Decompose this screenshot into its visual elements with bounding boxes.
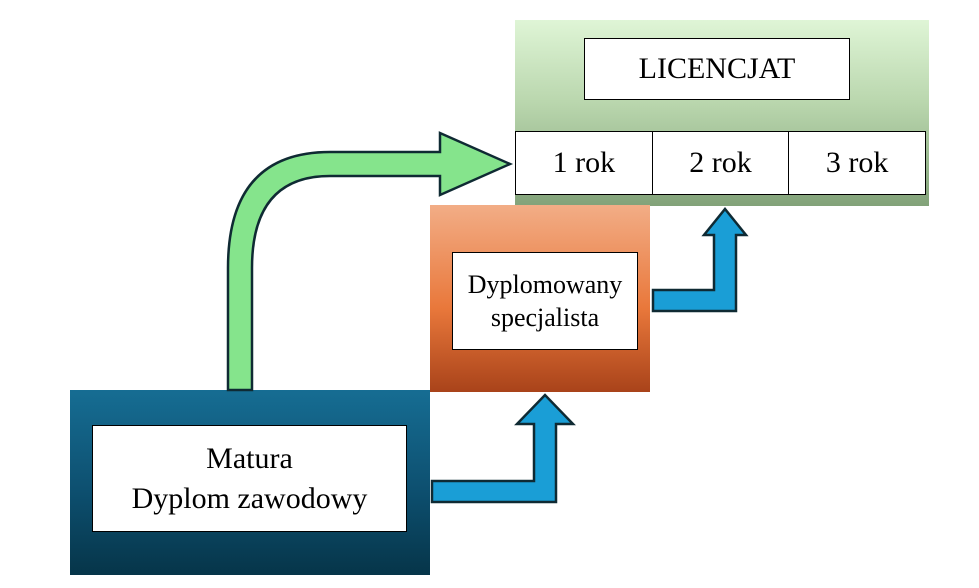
matura-line1: Matura xyxy=(206,441,293,475)
year-2-cell: 2 rok xyxy=(653,132,790,194)
licencjat-title: LICENCJAT xyxy=(584,38,850,100)
specjalista-label-box: Dyplomowany specjalista xyxy=(452,252,638,350)
blue-arrow-upper xyxy=(651,207,749,313)
specjalista-line1: Dyplomowany xyxy=(467,270,623,299)
matura-line2: Dyplom zawodowy xyxy=(131,481,368,515)
blue-arrow-lower xyxy=(430,393,576,504)
years-row: 1 rok 2 rok 3 rok xyxy=(515,131,926,195)
year-1-cell: 1 rok xyxy=(516,132,653,194)
year-3-cell: 3 rok xyxy=(825,146,889,179)
green-curved-arrow xyxy=(226,131,514,392)
matura-label-box: Matura Dyplom zawodowy xyxy=(92,425,407,532)
specjalista-line2: specjalista xyxy=(490,303,600,332)
